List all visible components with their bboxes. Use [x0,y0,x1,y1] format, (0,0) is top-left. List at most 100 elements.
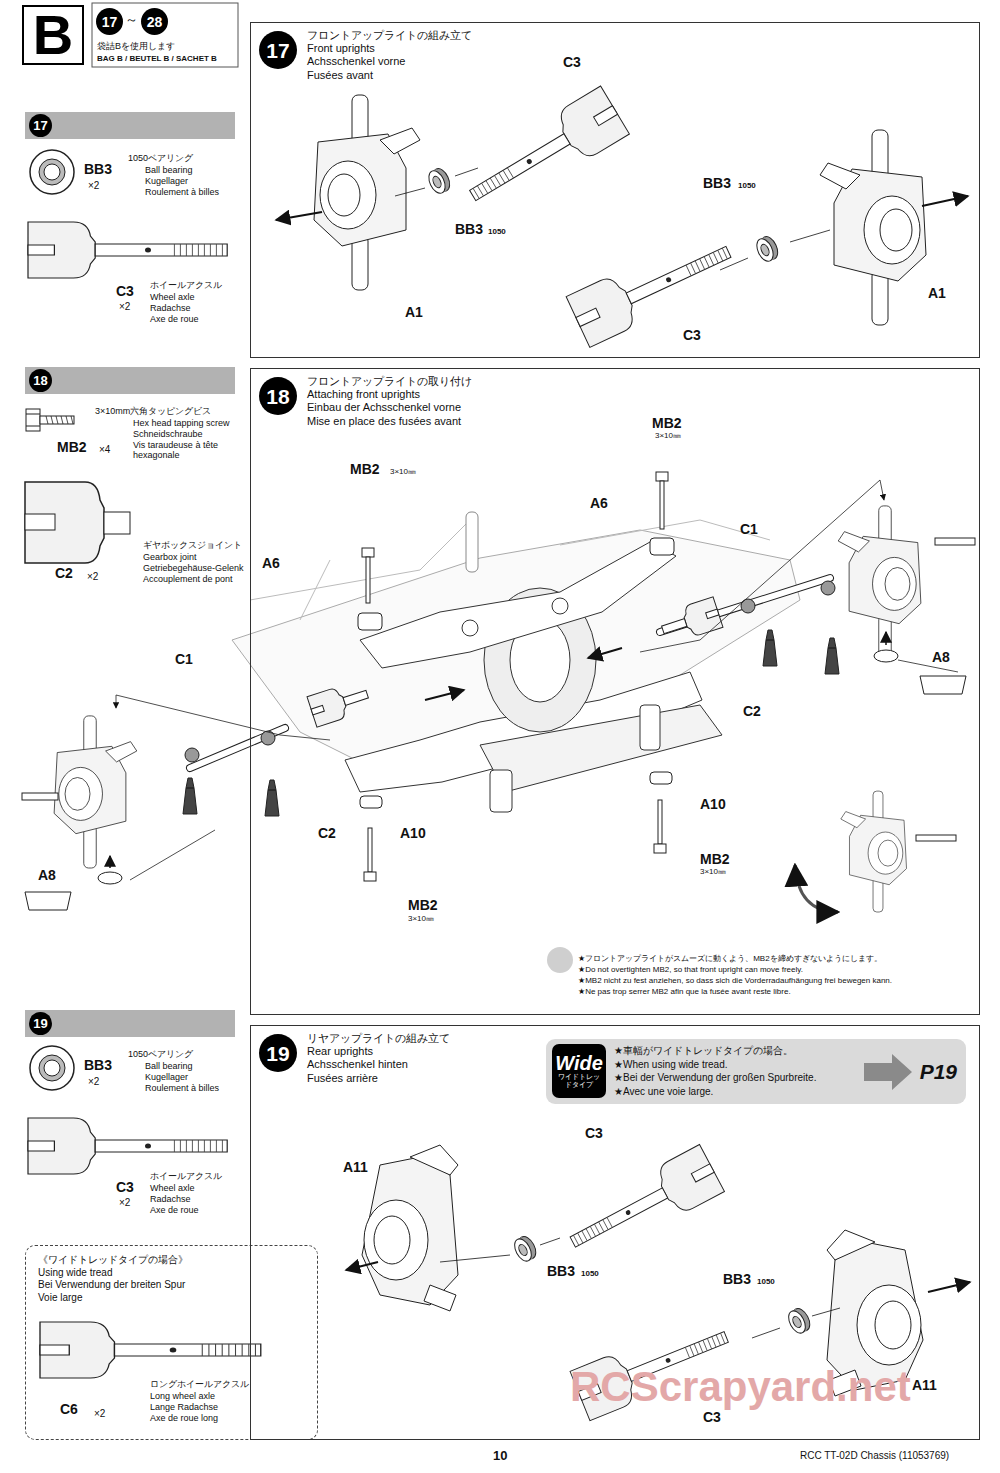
step-number-circle: 17 [96,8,123,35]
label-text: 3×10mm六角タッピングビス [95,407,211,417]
gearbox-joint-icon [104,512,130,534]
front-upright-assembly [426,166,453,196]
upright-part [22,793,58,800]
label-text: ギヤボックスジョイント [143,541,242,551]
screw-part [362,548,374,557]
assembly-arrows [640,480,884,652]
bearing-icon [39,159,65,185]
node-text: 18 [29,369,52,392]
front-upright-assembly [314,95,420,290]
assembly-arrows [588,648,622,658]
label-text: ロングホイールアクスル [150,1380,249,1390]
part-code: BB3 [455,222,483,237]
part-code: C3 [563,55,581,70]
node-text: Einbau der Achsschenkel vorne [307,401,979,414]
screw-part [656,472,668,481]
label-text: Kugellager [145,177,188,187]
assembly-arrows [116,695,330,740]
wheel-axle-icon [28,1118,227,1174]
part-code: C2 [318,826,336,841]
grease-tube [265,780,279,816]
screw-part [660,481,664,529]
chassis-front-end [360,542,676,668]
bearing-icon [30,150,74,1090]
wheel-axle-icon [40,1322,261,1378]
part-code: A1 [928,286,946,301]
screw-icon [26,414,40,426]
node-text: 19 [266,1043,289,1064]
collar-part [360,796,382,808]
spacer-part [98,872,122,884]
wide-tread-note-box: ★車幅がワイドトレッドタイプの場合。★When using wide tread… [546,1039,966,1104]
front-upright-assembly [276,86,968,347]
rear-upright-assembly [785,1306,813,1336]
chassis-front-end [462,620,478,636]
upright-part [54,716,137,868]
label-text: 1050 [581,1270,599,1279]
label-text: ×2 [94,1408,105,1419]
label-text: Hex head tapping screw [133,419,230,429]
node-text: ★When using wide tread. [614,1058,864,1072]
rear-upright-assembly [511,1234,539,1264]
wheel-axle-icon [28,222,261,1378]
part-code: C3 [116,1180,134,1195]
node-text: Mise en place des fusées avant [307,415,979,428]
label-text: ★Do not overtighten MB2, so that front u… [578,966,978,975]
label-text: Ball bearing [145,166,193,176]
label-text: Roulement à billes [145,1084,219,1094]
node-text: ★Bei der Verwendung der großen Spurbreit… [614,1071,864,1085]
bearing-icon [30,150,74,194]
step-panel: フロントアップライトの取り付けAttaching front uprightsE… [250,368,980,1015]
assembly-arrows [110,480,958,973]
node-text: フロントアップライトの組み立て [307,29,979,42]
screw-icon [26,409,40,431]
label-text: ★MB2 nicht zu fest anziehen, so dass sic… [578,977,978,986]
label-text: ★Ne pas trop serrer MB2 afin que la fusé… [578,988,978,997]
node-text: Voie large [38,1292,317,1305]
label-text: ホイールアクスル [150,281,222,291]
node-text: Attaching front uprights [307,388,979,401]
assembly-arrows [109,856,111,868]
part-code: A10 [700,797,726,812]
node-text: B [33,7,73,63]
part-code: A6 [262,556,280,571]
part-code: BB3 [84,162,112,177]
label-text: Wheel axle [150,293,195,303]
label-text: ×4 [99,444,110,455]
label-text: 3×10㎜ [700,868,726,877]
label-text: Axe de roue [150,315,199,325]
node-text: Achsschenkel vorne [307,55,979,68]
part-code: A10 [400,826,426,841]
drive-shaft-part [190,728,285,768]
front-upright-assembly [754,234,781,264]
front-upright-assembly [820,130,926,325]
section-letter-box: B [22,5,84,65]
label-text: ×2 [119,301,130,312]
chassis-front-end [490,770,512,812]
node-text: フロントアップライトの取り付け [307,375,979,388]
label-text: RCC TT-02D Chassis (11053769) [800,1450,949,1461]
spacer-part [920,676,966,694]
label-text: Roulement à billes [145,188,219,198]
bearing-icon [44,164,60,180]
label-text: Radachse [150,1195,191,1205]
node-text: Fusées avant [307,69,979,82]
label-text: Ball bearing [145,1062,193,1072]
label-text: Axe de roue [150,1206,199,1216]
arrow-shape [864,1054,912,1090]
bearing-icon [44,1060,60,1076]
spacer-part [25,892,71,910]
part-code: MB2 [408,898,438,913]
label-text: 3×10㎜ [390,468,416,477]
part-code: C3 [116,284,134,299]
bearing-icon [39,1055,65,1081]
label-text: Getriebegehäuse-Gelenk [143,564,244,574]
drive-shaft-part [658,597,723,645]
label-text: Kugellager [145,1073,188,1083]
part-code: MB2 [350,462,380,477]
collar-part [358,613,382,630]
drive-shaft-part [821,581,835,595]
node-text: 《ワイドトレッドタイプの場合》 [38,1254,317,1267]
